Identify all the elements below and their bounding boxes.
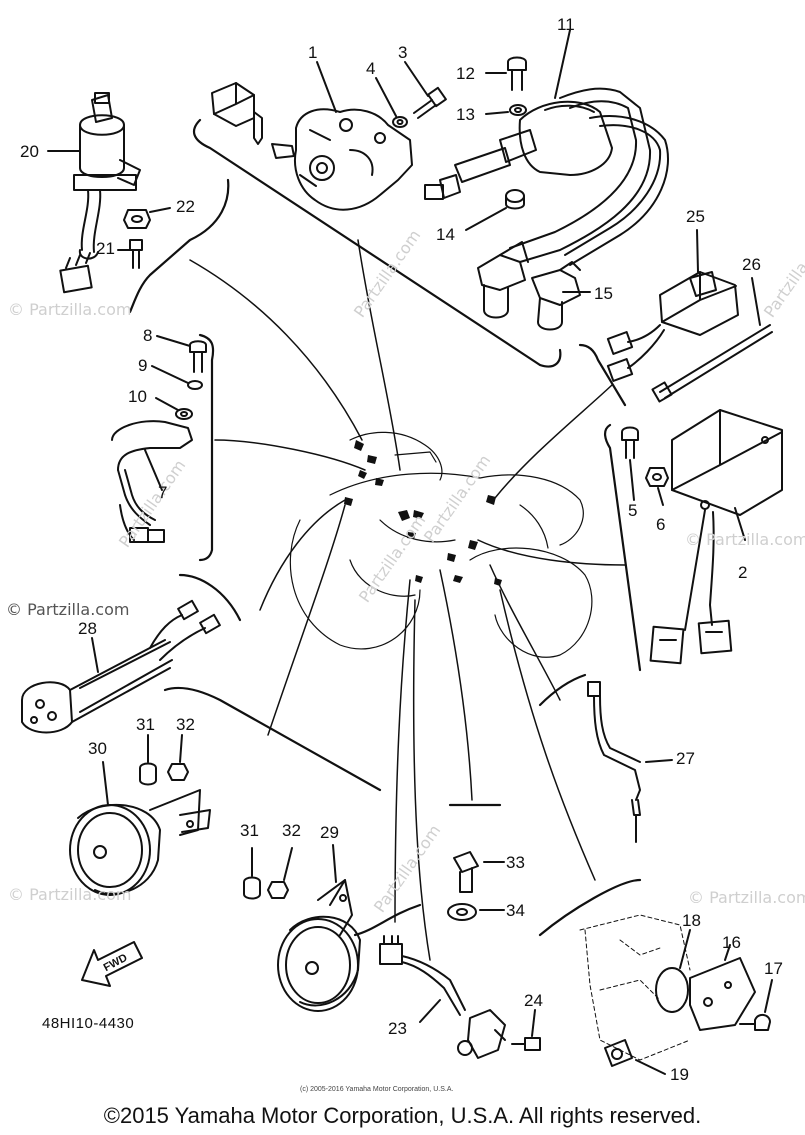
part-29-horn <box>278 845 360 1011</box>
callout-26: 26 <box>742 255 761 274</box>
part-10-washer <box>156 398 192 419</box>
part-7-switch-lead <box>112 421 192 542</box>
part-32-nut-bottom <box>268 848 292 898</box>
callout-1: 1 <box>308 43 318 62</box>
part-3-bolt <box>405 62 446 118</box>
callout-23: 23 <box>388 1019 407 1038</box>
fwd-arrow-icon <box>82 942 142 986</box>
callout-5: 5 <box>628 501 638 520</box>
part-13-washer <box>486 105 526 115</box>
part-33-switch <box>454 852 504 892</box>
part-9-lockwasher <box>152 366 202 389</box>
part-6-nut <box>646 468 668 505</box>
part-31-bulb-top <box>140 735 156 785</box>
callout-13: 13 <box>456 105 475 124</box>
watermark: © Partzilla.com <box>8 300 132 319</box>
engine-case-sketch <box>580 915 690 1060</box>
part-5-bolt <box>622 428 638 501</box>
part-8-screw <box>157 336 206 372</box>
watermark: © Partzilla.com <box>8 885 132 904</box>
callout-32-top: 32 <box>176 715 195 734</box>
part-25-regulator <box>608 230 738 381</box>
callout-4: 4 <box>366 59 376 78</box>
callout-11: 11 <box>557 15 575 34</box>
part-4-washer <box>376 78 407 127</box>
part-21-bolt <box>118 240 142 268</box>
part-17-screw <box>740 980 772 1030</box>
callout-18: 18 <box>682 911 701 930</box>
part-30-horn <box>70 762 210 895</box>
callout-8: 8 <box>143 326 153 345</box>
callout-30: 30 <box>88 739 107 758</box>
callout-32-bottom: 32 <box>282 821 301 840</box>
watermark-main: © Partzilla.com <box>6 600 130 619</box>
part-26-cable-tie <box>652 278 772 402</box>
callout-25: 25 <box>686 207 705 226</box>
callout-29: 29 <box>320 823 339 842</box>
watermark: © Partzilla.com <box>688 888 805 907</box>
part-12-bolt <box>486 58 526 91</box>
part-11-ignition-coil <box>425 30 668 265</box>
part-1-unit <box>212 62 412 210</box>
part-23-sensor <box>380 936 505 1058</box>
callout-19: 19 <box>670 1065 689 1084</box>
part-14-nut <box>466 190 524 230</box>
part-19-clamp <box>605 1040 665 1074</box>
callout-20: 20 <box>20 142 39 161</box>
group-brackets <box>130 120 640 935</box>
leader-lines <box>190 240 625 960</box>
part-15-plug-cap <box>478 242 590 330</box>
callout-34: 34 <box>506 901 525 920</box>
callout-28: 28 <box>78 619 97 638</box>
callout-31-bottom: 31 <box>240 821 259 840</box>
callout-3: 3 <box>398 43 408 62</box>
callout-22: 22 <box>176 197 195 216</box>
part-2-module <box>651 410 782 663</box>
part-markers-on-frame <box>344 440 502 586</box>
callout-12: 12 <box>456 64 475 83</box>
part-16-cover <box>690 945 755 1030</box>
part-34-grommet <box>448 904 504 920</box>
callout-9: 9 <box>138 356 148 375</box>
callout-2: 2 <box>738 563 748 582</box>
callout-17: 17 <box>764 959 783 978</box>
part-18-oring <box>656 930 690 1012</box>
part-28-switch <box>22 601 220 733</box>
callout-6: 6 <box>656 515 666 534</box>
part-31-bulb-bottom <box>244 848 260 899</box>
part-27-sensor <box>588 682 672 842</box>
part-22-nut <box>124 208 170 228</box>
callout-7: 7 <box>158 483 168 502</box>
callout-24: 24 <box>524 991 543 1010</box>
callout-16: 16 <box>722 933 741 952</box>
part-20-main-switch <box>48 93 140 292</box>
watermark: © Partzilla.com <box>685 530 805 549</box>
copyright-footer: ©2015 Yamaha Motor Corporation, U.S.A. A… <box>103 1103 702 1128</box>
callout-31-top: 31 <box>136 715 155 734</box>
callout-21: 21 <box>96 239 115 258</box>
part-32-nut-top <box>168 735 188 780</box>
callout-27: 27 <box>676 749 695 768</box>
part-24-bolt <box>512 1010 540 1050</box>
callout-15: 15 <box>594 284 613 303</box>
callout-10: 10 <box>128 387 147 406</box>
callout-14: 14 <box>436 225 455 244</box>
copyright-small: (c) 2005-2016 Yamaha Motor Corporation, … <box>300 1086 454 1093</box>
callout-33: 33 <box>506 853 525 872</box>
motorcycle-silhouette <box>290 432 592 657</box>
part-number: 48HI10-4430 <box>42 1015 135 1032</box>
